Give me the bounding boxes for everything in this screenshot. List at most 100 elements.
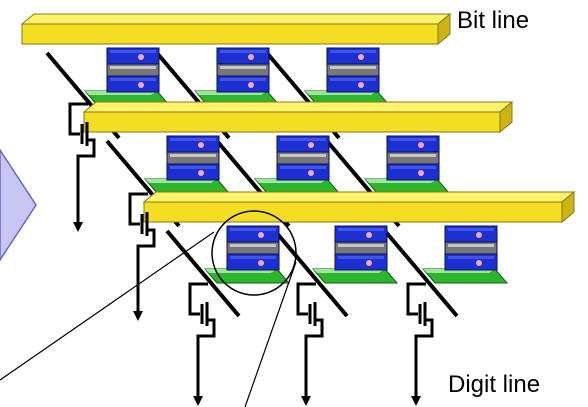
cell-layer-highlight — [330, 66, 376, 69]
bit-line-front — [143, 201, 563, 223]
cell-layer-highlight — [230, 244, 276, 247]
cell-layer-highlight — [110, 50, 156, 53]
cell-layer — [106, 63, 160, 77]
ground-arrow-icon — [411, 396, 421, 406]
cell-mark — [418, 142, 424, 148]
bit-line-bar — [142, 190, 576, 224]
bit-line-end — [499, 100, 513, 134]
cell-layer-highlight — [330, 50, 376, 53]
cell-layer-highlight — [170, 154, 216, 157]
cell-mark — [248, 54, 254, 60]
transistors — [68, 102, 434, 406]
transistor-lead — [188, 282, 208, 316]
cell-mark — [418, 170, 424, 176]
transistor-lead — [296, 282, 316, 316]
transistor-lead — [68, 102, 88, 136]
ground-arrow-icon — [193, 396, 203, 406]
transistor-drain — [136, 228, 156, 315]
cell-mark — [476, 232, 482, 238]
cell-mark — [198, 170, 204, 176]
bit-line-top — [20, 13, 452, 25]
bit-lines — [20, 12, 576, 224]
callout-line-2 — [244, 261, 297, 407]
transistor-lead — [406, 282, 426, 316]
digit-line-label: Digit line — [448, 371, 540, 398]
cell-layer-highlight — [338, 228, 384, 231]
cell-layer-highlight — [110, 78, 156, 81]
transistor-drain — [304, 318, 324, 400]
cell-layer-highlight — [448, 228, 494, 231]
cell-rows — [45, 47, 509, 318]
cell-layer-highlight — [280, 138, 326, 141]
digit-wire — [383, 229, 459, 318]
transistor-drain — [414, 318, 434, 400]
cell-layer — [386, 151, 440, 165]
ground-arrow-icon — [73, 222, 83, 232]
cell-layer-highlight — [280, 154, 326, 157]
cell-layer — [334, 241, 388, 255]
left-diamond-shape — [0, 148, 37, 262]
bit-line-front — [21, 23, 439, 45]
cell-mark — [138, 54, 144, 60]
bit-line-top — [82, 101, 514, 113]
bit-line-label: Bit line — [457, 7, 529, 34]
cell-mark — [366, 232, 372, 238]
cell-layer-highlight — [220, 78, 266, 81]
cell-layer-highlight — [390, 138, 436, 141]
cell-layer — [444, 241, 498, 255]
bit-line-bar — [82, 100, 514, 134]
transistor-symbol — [296, 282, 324, 406]
digit-wire — [165, 229, 241, 318]
cell-mark — [308, 170, 314, 176]
cell-mark — [258, 260, 264, 266]
cell-layer — [216, 63, 270, 77]
cell-layer-highlight — [170, 138, 216, 141]
cell-mark — [358, 82, 364, 88]
bit-line-end — [437, 12, 451, 46]
bit-line-top — [142, 191, 576, 203]
cell-layer — [166, 151, 220, 165]
transistor-symbol — [406, 282, 434, 406]
cell-layer — [326, 63, 380, 77]
bit-line-end — [561, 190, 575, 224]
cell-mark — [198, 142, 204, 148]
cell-layer-highlight — [390, 166, 436, 169]
cell-layer — [226, 241, 280, 255]
magnifier-circle — [211, 210, 297, 296]
cell-mark — [358, 54, 364, 60]
transistor-drain — [196, 318, 216, 400]
cell-mark — [258, 232, 264, 238]
cell-layer-highlight — [338, 256, 384, 259]
cell-layer-highlight — [390, 154, 436, 157]
cell-layer-highlight — [170, 166, 216, 169]
transistor-symbol — [188, 282, 216, 406]
cell-layer-highlight — [230, 228, 276, 231]
bit-line-bar — [20, 12, 452, 46]
cell-layer-highlight — [220, 66, 266, 69]
cell-layer-highlight — [330, 78, 376, 81]
cell-mark — [476, 260, 482, 266]
cell-row — [105, 135, 451, 228]
cell-layer-highlight — [230, 256, 276, 259]
digit-wire — [273, 229, 349, 318]
cell-layer-highlight — [448, 256, 494, 259]
transistor-symbol — [68, 102, 96, 232]
cell-layer-highlight — [338, 244, 384, 247]
ground-arrow-icon — [133, 311, 143, 321]
bit-line-front — [83, 111, 501, 133]
cell-mark — [248, 82, 254, 88]
cell-layer-highlight — [220, 50, 266, 53]
ground-arrow-icon — [301, 396, 311, 406]
transistor-lead — [128, 192, 148, 226]
cell-mark — [308, 142, 314, 148]
cell-layer-highlight — [280, 166, 326, 169]
callout-line-1 — [0, 231, 215, 381]
transistor-symbol — [128, 192, 156, 321]
cell-layer-highlight — [110, 66, 156, 69]
cell-mark — [138, 82, 144, 88]
cell-layer-highlight — [448, 244, 494, 247]
transistor-drain — [76, 138, 96, 226]
cell-mark — [366, 260, 372, 266]
cell-row — [165, 225, 509, 318]
